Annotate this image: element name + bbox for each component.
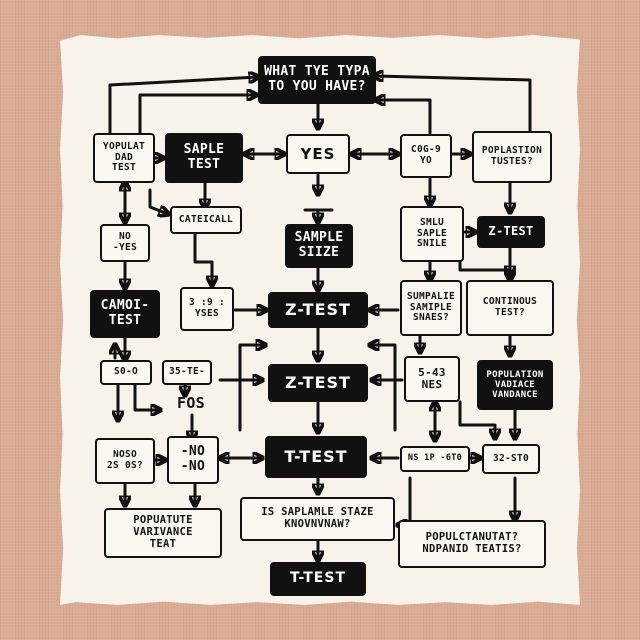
arrow-top-left-loop [108,77,258,135]
node-t-test-bottom: T-TEST [270,562,366,596]
node-c0g9-yo: C0G-9 YO [400,134,452,178]
node-populctanutat: POPULCTANUTAT? NDPANID TEATIS? [398,520,546,568]
node-population-vadiace: POPULATION VADIACE VANDANCE [477,360,553,410]
arrow-to-cateicall [148,188,168,214]
node-5-43-nes: 5-43 NES [404,356,460,402]
node-32-st0: 32-ST0 [482,444,540,474]
node-ns-1p-6t0: NS 1P -6T0 [400,446,470,472]
arrow-top-right-loop [374,76,532,135]
arrow-543-branch [458,400,495,438]
arrow-center-right-loop [370,345,397,432]
node-no-yes: NO -YES [100,224,150,262]
node-t-test-mid: T-TEST [265,436,367,478]
arrow-cateicall-down [193,230,212,285]
node-noso-2s: NOSO 2S 0S? [95,438,155,484]
node-yes-top: YES [286,134,350,174]
node-saple-test: SAPLE TEST [165,133,243,183]
node-smlu-saple-snile: SMLU SAPLE SNILE [400,206,464,262]
arrow-loop-left-inner [138,95,256,135]
node-sample-siize: SAMPLE SIIZE [285,224,353,268]
node-camoi-test: CAMOI- TEST [90,290,160,338]
node-no-no: -NO -NO [167,436,219,484]
arrow-loop-right-inner [376,100,432,135]
node-continous-test: CONTINOUS TEST? [466,280,554,336]
node-z-test-center: Z-TEST [268,292,368,328]
arrow-s0-branch [133,383,160,410]
node-poplastion-tustes: POPLASTION TUSTES? [472,131,552,183]
node-popuatute: POPUATUTE VARIVANCE TEAT [104,508,222,558]
node-populat-dad-test: YOPULAT DAD TEST [93,133,155,183]
node-z-test-right: Z-TEST [477,216,545,248]
arrow-center-left-loop [238,345,265,432]
node-what-type: WHAT TYE TYPA TO YOU HAVE? [258,56,376,104]
node-cateicall: CATEICALL [170,206,242,234]
node-s0-o: S0-O [100,360,152,385]
node-z-test-mid: Z-TEST [268,364,368,402]
node-is-saplamle: IS SAPLAMLE STAZE KNOVNVNAW? [240,497,395,541]
node-fos: FOS [177,393,205,412]
node-sumpalie: SUMPALIE SAMIPLE SNAES? [400,280,462,336]
node-39-yses: 3 :9 : YSES [180,287,234,331]
arrow-smlu-right [458,260,510,280]
node-35-te: 35-TE- [162,360,212,385]
arrow-ns-down [398,476,412,525]
